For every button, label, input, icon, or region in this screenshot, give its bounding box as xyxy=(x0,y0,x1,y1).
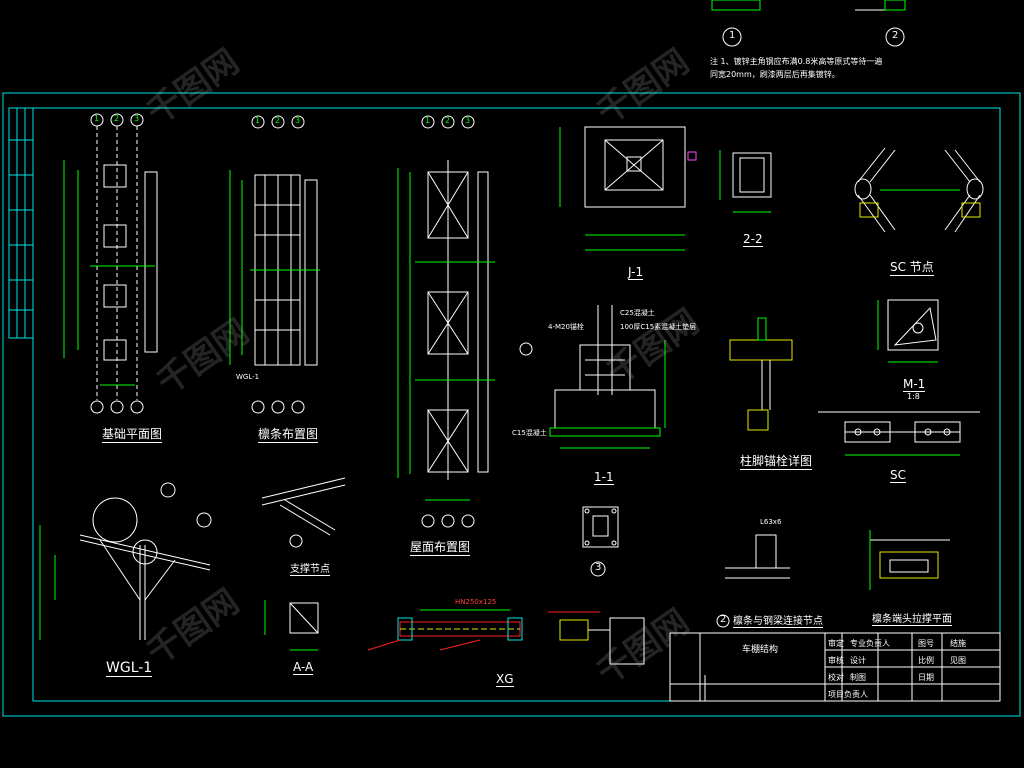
note-line-2: 同宽20mm，刷漆两层后再集镀锌。 xyxy=(710,70,840,79)
annotation-ref: WGL-1 xyxy=(236,373,260,381)
caption-aa: A-A xyxy=(293,660,314,675)
col-detail-drawing xyxy=(729,317,793,431)
caption-xg: XG xyxy=(496,672,514,687)
sc-section-drawing xyxy=(818,411,980,456)
caption-purlin-plan: 檩条布置图 xyxy=(258,427,319,443)
wgl1-drawing xyxy=(39,482,212,640)
sc-node-drawing xyxy=(854,147,984,233)
caption-elevation: 屋面布置图 xyxy=(410,540,471,556)
purlin-end-drawing xyxy=(548,611,645,665)
title-cell: 见图 xyxy=(950,656,966,665)
title-cell: 审核 xyxy=(828,656,844,665)
caption-base-plan: 基础平面图 xyxy=(102,427,163,443)
title-cell: 校对 xyxy=(828,673,844,682)
title-block xyxy=(669,632,1001,702)
purlin-plan-drawing xyxy=(229,115,320,414)
axis-label: 1 xyxy=(255,116,261,125)
title-cell: 图号 xyxy=(918,639,934,648)
annotation-l63: L63x6 xyxy=(760,518,782,526)
top-detail-2 xyxy=(855,0,906,47)
axis-label: 1 xyxy=(425,116,431,125)
annotation-hd: HN250x125 xyxy=(455,598,497,606)
section-2-2-drawing xyxy=(719,150,772,213)
section-aa-drawing xyxy=(264,600,319,651)
caption-col-detail: 柱脚锚栓详图 xyxy=(740,454,813,470)
xg-drawing xyxy=(367,609,523,651)
base-plan-drawing xyxy=(63,113,158,414)
annotation-pad: C15混凝土 xyxy=(512,429,547,437)
detail-bubble-2-lower: 2 xyxy=(720,614,727,625)
elevation-drawing xyxy=(397,115,495,528)
caption-purlin-end: 檩条端头拉撑平面 xyxy=(872,610,952,626)
detail-bubble-1: 1 xyxy=(729,30,736,41)
purlin-end-plate-drawing xyxy=(869,530,950,590)
purlin-joint-drawing xyxy=(716,534,790,628)
section-1-1-drawing xyxy=(519,305,666,449)
title-cell: 比例 xyxy=(918,656,934,665)
support-node-drawing xyxy=(261,477,346,548)
detail-3-drawing xyxy=(582,506,619,577)
caption-section-2-2: 2-2 xyxy=(743,232,763,247)
axis-label: 3 xyxy=(295,116,301,125)
caption-m1: M-1 xyxy=(903,377,926,392)
top-detail-1 xyxy=(711,0,761,47)
caption-purlin-joint: 檩条与钢梁连接节点 xyxy=(733,612,823,628)
caption-j1: J-1 xyxy=(628,265,644,280)
m1-plate-drawing xyxy=(877,299,939,363)
binding-strip xyxy=(8,107,34,339)
annotation-anchor: 4-M20锚栓 xyxy=(548,323,584,331)
axis-label: 3 xyxy=(134,114,140,123)
title-cell: 结施 xyxy=(950,639,966,648)
title-cell: 审定 xyxy=(828,639,844,648)
detail-bubble-3: 3 xyxy=(595,562,602,573)
title-cell: 日期 xyxy=(918,673,934,682)
inner-frame xyxy=(32,107,1001,702)
title-cell: 专业负责人 xyxy=(850,639,890,648)
axis-label: 3 xyxy=(465,116,471,125)
title-cell: 项目负责人 xyxy=(828,690,868,699)
title-drawing-name: 车棚结构 xyxy=(742,645,779,655)
annotation-c15: 100厚C15素混凝土垫层 xyxy=(620,323,697,331)
axis-label: 2 xyxy=(114,114,120,123)
axis-label: 1 xyxy=(94,114,100,123)
caption-sc-node: SC 节点 xyxy=(890,260,934,276)
title-cell: 制图 xyxy=(850,673,866,682)
j1-footing-drawing xyxy=(559,126,697,251)
caption-support-node: 支撑节点 xyxy=(290,560,330,576)
annotation-c25: C25混凝土 xyxy=(620,309,655,317)
title-cell: 设计 xyxy=(850,656,866,665)
axis-label: 2 xyxy=(445,116,451,125)
detail-bubble-2: 2 xyxy=(892,30,899,41)
caption-m1-scale: 1:8 xyxy=(907,392,920,401)
caption-sc: SC xyxy=(890,468,906,483)
note-line-1: 注 1、镀锌主角钢应布满0.8米高等原式等待一遍 xyxy=(710,57,883,66)
caption-section-1-1: 1-1 xyxy=(594,470,614,485)
caption-wgl1: WGL-1 xyxy=(106,660,153,677)
axis-label: 2 xyxy=(275,116,281,125)
outer-frame xyxy=(2,92,1021,717)
